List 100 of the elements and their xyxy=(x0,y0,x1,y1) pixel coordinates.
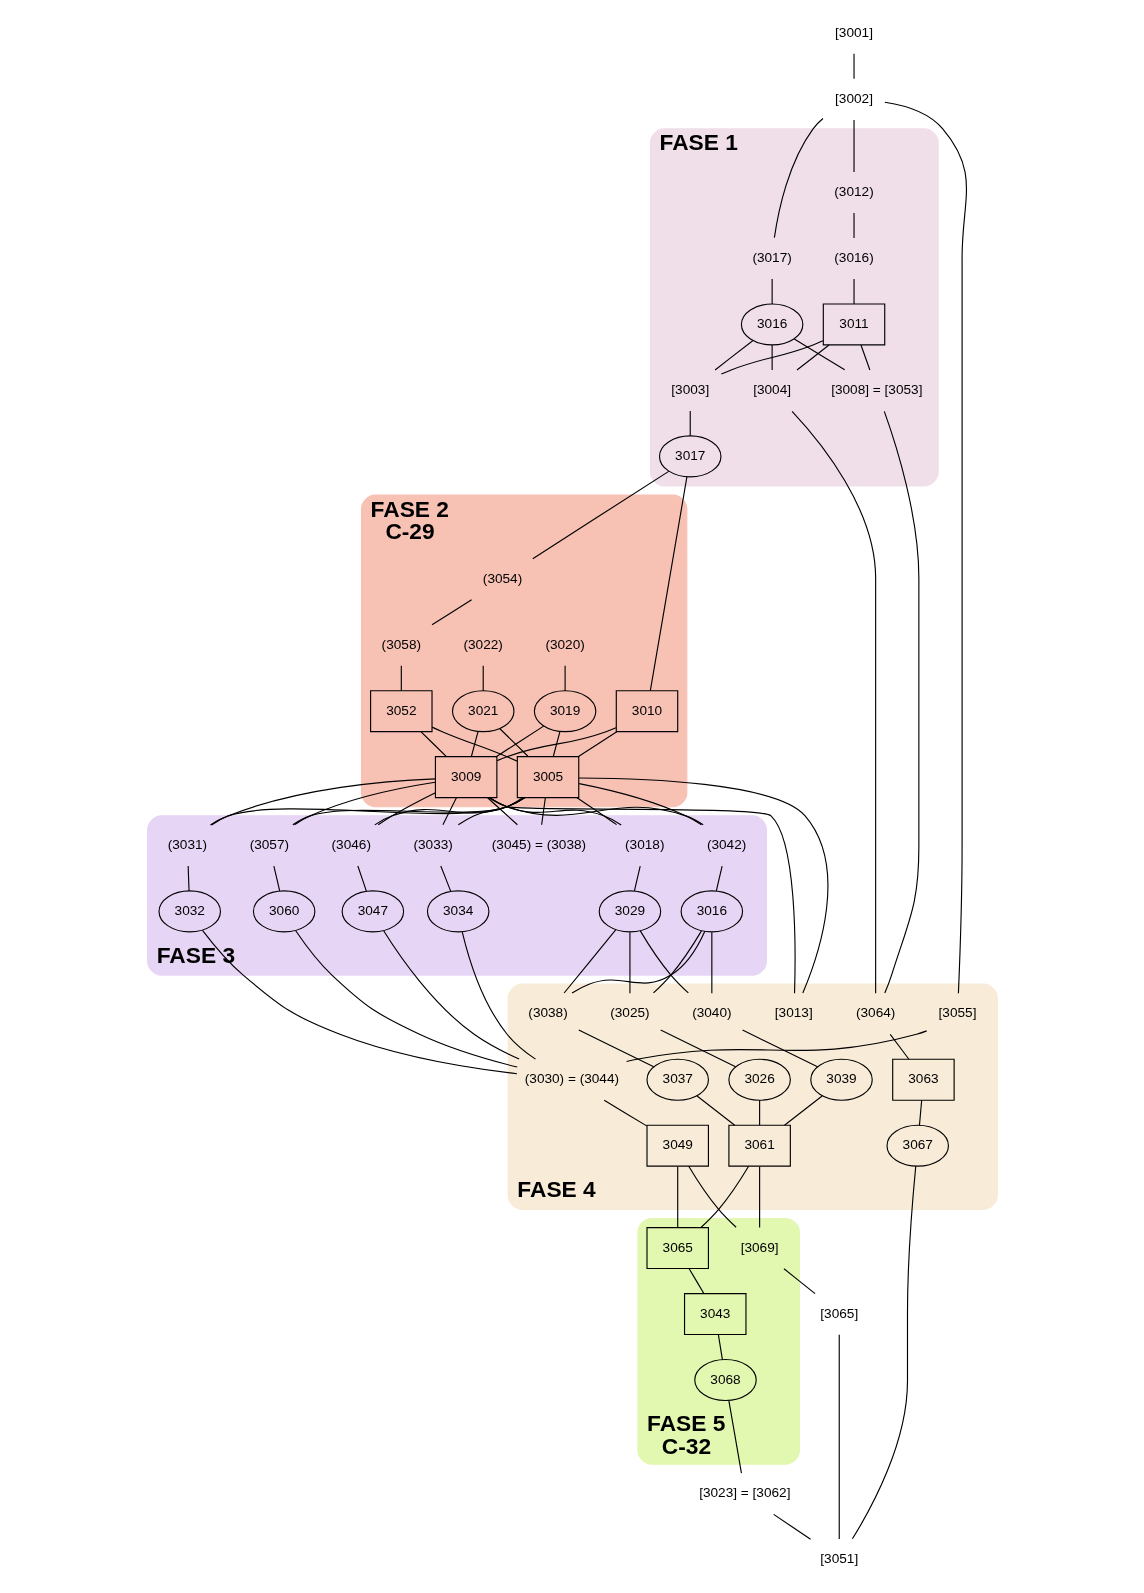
connector xyxy=(773,117,824,239)
connector xyxy=(710,931,712,994)
connector xyxy=(838,1334,840,1540)
connector xyxy=(652,930,702,994)
connector xyxy=(441,797,457,826)
node-text: [3013] xyxy=(774,1005,813,1021)
node-box: 3005 xyxy=(516,756,579,799)
connector xyxy=(793,338,845,371)
connector xyxy=(741,1029,818,1068)
node-ellipse: 3068 xyxy=(693,1359,757,1402)
connector xyxy=(649,476,687,692)
connector xyxy=(633,865,641,892)
connector xyxy=(700,1165,749,1228)
node-text: (3038) xyxy=(527,1005,568,1021)
connector xyxy=(688,1268,704,1295)
connector xyxy=(578,783,702,826)
connector xyxy=(482,665,484,692)
node-text: [3002] xyxy=(834,90,873,106)
connector xyxy=(628,931,630,994)
connector xyxy=(687,1165,737,1228)
connector xyxy=(883,101,967,994)
node-text: [3003] xyxy=(670,381,709,397)
connector xyxy=(771,278,773,305)
connector xyxy=(715,865,723,892)
connector xyxy=(918,1099,922,1126)
connector xyxy=(540,797,546,826)
node-box: 3052 xyxy=(369,690,433,733)
connector xyxy=(772,1513,811,1540)
node-box: 3063 xyxy=(891,1058,955,1101)
node-text: [3069] xyxy=(740,1239,779,1255)
node-ellipse: 3026 xyxy=(727,1058,791,1101)
connector xyxy=(293,781,436,826)
connector xyxy=(859,344,870,371)
node-text: (3016) xyxy=(833,250,874,265)
node-box: 3009 xyxy=(434,756,497,799)
node-text: (3030) = (3044) xyxy=(524,1071,619,1087)
node-text: (3012) xyxy=(833,184,874,200)
connector xyxy=(486,797,518,826)
connector xyxy=(625,1030,927,1063)
connector xyxy=(783,1095,823,1126)
connector xyxy=(571,930,705,994)
connector xyxy=(272,865,280,892)
connector xyxy=(210,778,436,826)
node-ellipse: 3019 xyxy=(533,690,596,733)
node-text: [3004] xyxy=(752,381,791,397)
connector xyxy=(400,665,402,692)
connector xyxy=(689,410,691,437)
connector xyxy=(577,777,828,994)
connector xyxy=(488,797,796,994)
node-text: [3001] xyxy=(834,24,873,40)
node-text: (3022) xyxy=(463,636,503,652)
connector xyxy=(209,797,526,826)
connector xyxy=(496,727,617,762)
connector xyxy=(470,730,479,758)
connector xyxy=(498,728,528,757)
node-text: (3033) xyxy=(412,836,453,852)
connector xyxy=(373,797,525,826)
connector xyxy=(577,1029,654,1068)
connector xyxy=(889,1033,909,1060)
node-text: (3057) xyxy=(249,836,289,852)
connector xyxy=(356,865,367,892)
connector xyxy=(531,470,669,560)
connector xyxy=(488,797,622,826)
connector xyxy=(639,930,689,994)
node-text: [3023] = [3062] xyxy=(698,1485,790,1501)
node-ellipse: 3032 xyxy=(157,890,221,933)
node-text: (3042) xyxy=(706,836,746,852)
connector xyxy=(782,1268,816,1295)
connector xyxy=(758,1166,760,1229)
node-text: (3031) xyxy=(167,836,207,852)
connector xyxy=(495,725,544,758)
node-text: (3064) xyxy=(855,1005,895,1021)
node-box: 3061 xyxy=(727,1124,791,1167)
node-ellipse: 3029 xyxy=(598,890,661,933)
connector xyxy=(552,730,561,758)
connector xyxy=(883,410,919,994)
node-box: 3043 xyxy=(683,1293,747,1336)
connector xyxy=(696,1095,735,1126)
node-text: (3054) xyxy=(482,570,522,586)
node-box: 3011 xyxy=(822,303,885,346)
connector xyxy=(294,930,518,1068)
node-text: (3058) xyxy=(381,636,421,652)
connector xyxy=(431,726,518,762)
node-text: (3025) xyxy=(609,1005,650,1021)
connector xyxy=(420,731,447,758)
connector xyxy=(461,931,536,1060)
node-text: [3055] xyxy=(938,1005,976,1021)
connector xyxy=(457,797,523,826)
connector xyxy=(377,792,436,826)
connector xyxy=(720,340,823,375)
connector xyxy=(488,797,704,826)
node-ellipse: 3060 xyxy=(252,890,315,933)
node-ellipse: 3067 xyxy=(885,1124,949,1167)
connector xyxy=(717,1334,723,1361)
node-text: (3018) xyxy=(624,836,664,852)
node-ellipse: 3016 xyxy=(680,890,743,933)
connector xyxy=(852,278,855,305)
connector xyxy=(795,344,830,371)
node-text: [3065] xyxy=(819,1305,858,1321)
node-text: (3040) xyxy=(691,1005,732,1021)
